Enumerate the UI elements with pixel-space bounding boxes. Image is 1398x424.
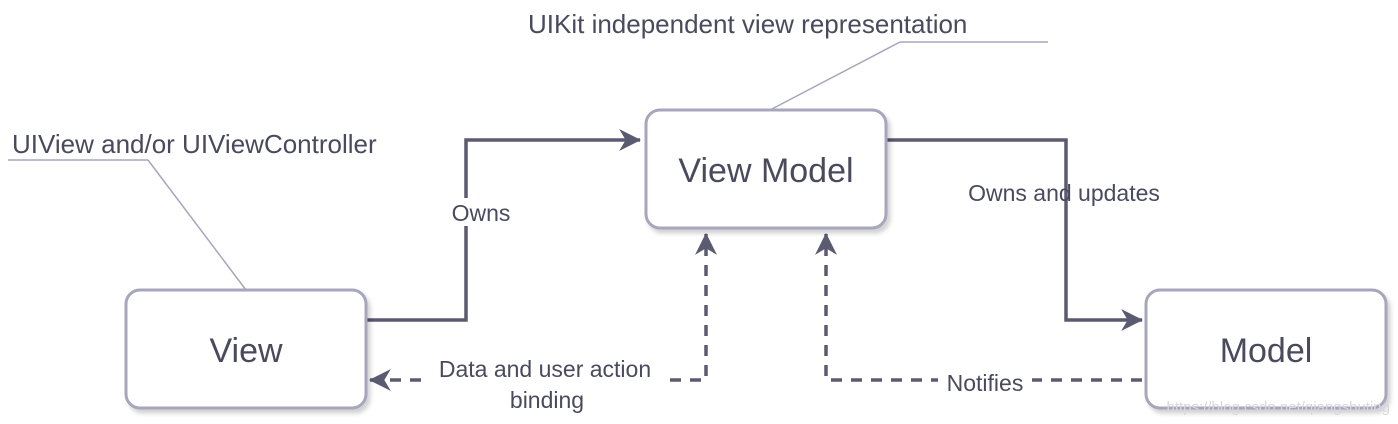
view-box [124, 288, 368, 410]
owns-and-updates-edge [886, 138, 1144, 331]
view-note: UIView and/or UIViewController [12, 129, 377, 159]
view-model-label: View Model [678, 152, 853, 190]
watermark: https://blog.csdn.net/qiangshuting [1167, 399, 1391, 416]
view-label: View [209, 332, 283, 370]
node-view-model[interactable]: View Model [644, 108, 888, 230]
model-label: Model [1220, 332, 1313, 370]
binding-label-line1: Data and user action [439, 356, 651, 382]
view-note-leader [147, 159, 247, 291]
node-view[interactable]: View [124, 288, 368, 410]
owns-label: Owns [452, 200, 511, 226]
edge-labels: Owns Owns and updates Data and user acti… [422, 180, 1160, 413]
view-model-note-leader [769, 41, 901, 111]
note-leaders [8, 41, 1048, 291]
notifies-edge [815, 232, 1142, 382]
owns-and-updates-label: Owns and updates [968, 180, 1160, 206]
view-model-note: UIKit independent view representation [528, 9, 967, 39]
edges [366, 129, 1144, 391]
view-model-box [644, 108, 888, 230]
model-box [1144, 288, 1388, 410]
owns-edge [366, 129, 642, 322]
notifies-label: Notifies [947, 370, 1024, 396]
binding-label-line2: binding [510, 387, 584, 413]
node-model[interactable]: Model [1144, 288, 1388, 410]
